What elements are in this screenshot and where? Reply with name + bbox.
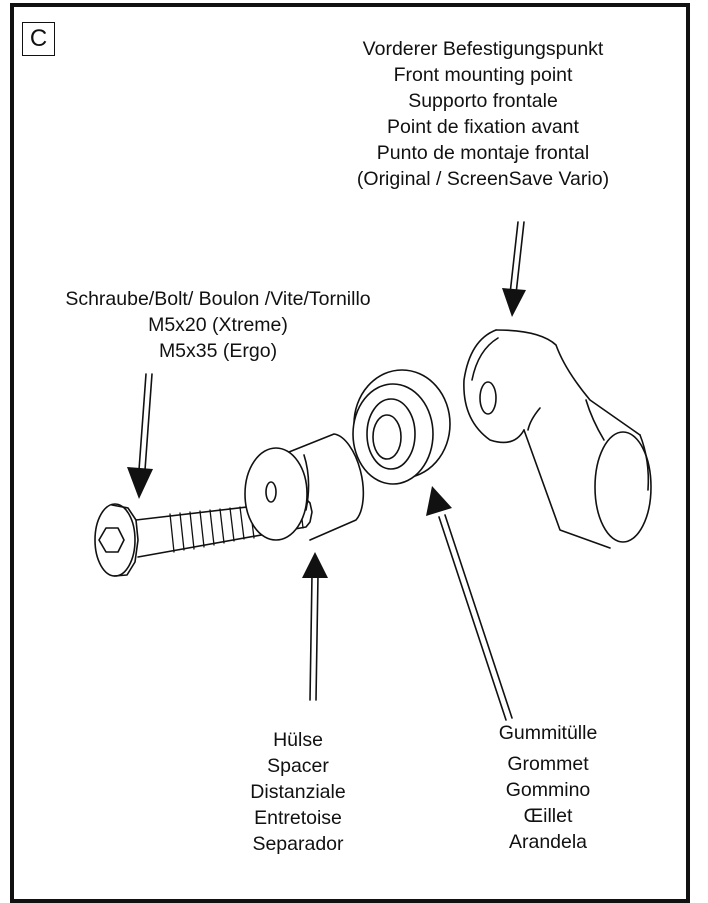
grommet-label: Gummitülle Grommet Gommino Œillet Arande… (458, 720, 638, 855)
front-mount-label: Vorderer Befestigungspunkt Front mountin… (318, 36, 648, 192)
spacer-part (244, 433, 365, 541)
label-line: Vorderer Befestigungspunkt (362, 38, 604, 60)
arrow-front-mount (502, 221, 526, 317)
section-letter-box: C (22, 22, 55, 56)
bolt-label: Schraube/Bolt/ Boulon /Vite/Tornillo M5x… (18, 286, 418, 364)
label-line: M5x35 (Ergo) (158, 340, 278, 362)
label-line: Point de fixation avant (387, 116, 579, 138)
spacer-label: Hülse Spacer Distanziale Entretoise Sepa… (228, 727, 368, 857)
label-line: Grommet (507, 753, 589, 775)
arrow-grommet (426, 486, 513, 721)
label-line: Punto de montaje frontal (376, 142, 590, 164)
front-mount-part (463, 329, 652, 549)
label-line: Separador (252, 833, 344, 855)
label-line: Œillet (523, 805, 573, 827)
label-line: (Original / ScreenSave Vario) (356, 168, 610, 190)
label-line: Spacer (267, 755, 329, 777)
label-line: Distanziale (250, 781, 346, 803)
label-line: Gommino (505, 779, 591, 801)
grommet-part (352, 369, 451, 485)
label-line: Gummitülle (498, 722, 598, 744)
arrow-spacer (302, 552, 328, 701)
label-line: Arandela (508, 831, 588, 853)
label-line: Hülse (273, 729, 323, 751)
arrow-bolt (127, 373, 153, 499)
label-line: Supporto frontale (408, 90, 558, 112)
label-line: Front mounting point (393, 64, 573, 86)
label-line: M5x20 (Xtreme) (148, 314, 288, 336)
label-line: Entretoise (254, 807, 342, 829)
label-line: Schraube/Bolt/ Boulon /Vite/Tornillo (65, 288, 371, 310)
